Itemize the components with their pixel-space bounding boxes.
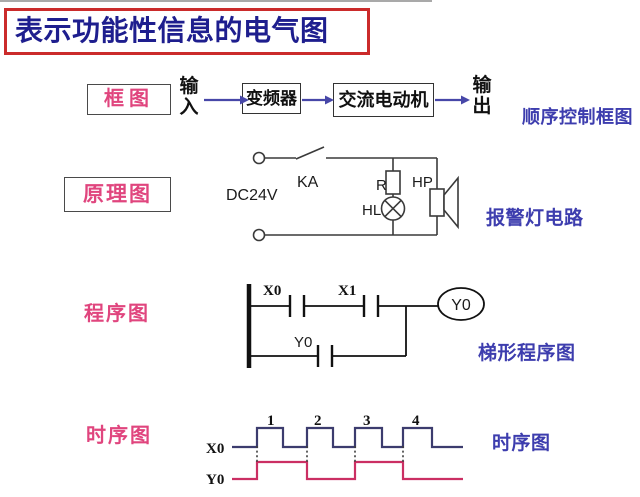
pulse-number-3: 3: [363, 413, 371, 429]
page-title: 表示功能性信息的电气图: [4, 8, 370, 55]
pulse-number-4: 4: [412, 413, 420, 429]
edge-dotted-lines: [256, 446, 404, 463]
resistor-icon: [385, 170, 401, 195]
section-label-timing-diagram: 时序图: [86, 425, 152, 447]
arrow-head-icon: [325, 95, 334, 105]
contact-x1-label: X1: [338, 283, 356, 299]
caption-alarm-lamp-circuit: 报警灯电路: [486, 208, 584, 229]
section-label-schematic: 原理图: [64, 177, 171, 212]
waveform-y0: [232, 460, 463, 481]
coil-label: Y0: [451, 297, 471, 314]
caption-timing-diagram: 时序图: [492, 433, 551, 454]
terminal-bottom-icon: [252, 228, 266, 242]
timing-diagram: X0 Y0 1 2 3 4: [206, 413, 463, 488]
latch-contact-label: Y0: [294, 334, 312, 351]
signal-y0-label: Y0: [206, 472, 224, 488]
alarm-lamp-circuit: DC24V KA R HL HP: [226, 146, 459, 242]
output-coil-icon: [437, 287, 485, 321]
arrow-head-icon: [461, 95, 470, 105]
section-label-program-diagram: 程序图: [84, 303, 150, 325]
horn-label: HP: [412, 174, 433, 191]
speaker-horn-icon: [443, 175, 459, 230]
caption-ladder-program-diagram: 梯形程序图: [478, 343, 576, 364]
lamp-label: HL: [362, 202, 381, 219]
block-ac-motor-box: 交流电动机: [333, 83, 434, 117]
photo-edge-line: [0, 0, 432, 2]
switch-blade-icon: [295, 146, 325, 160]
block-output-label: 输出: [472, 75, 492, 117]
section-label-block-diagram: 框图: [87, 84, 171, 115]
block-input-label: 输入: [179, 76, 199, 118]
pulse-number-2: 2: [314, 413, 322, 429]
dc-source-label: DC24V: [226, 187, 278, 204]
terminal-top-icon: [252, 151, 266, 165]
relay-contact-label: KA: [297, 174, 319, 191]
arrow-head-icon: [240, 95, 249, 105]
speaker-body-icon: [429, 188, 445, 217]
ladder-diagram: X0 X1 Y0 Y0: [246, 283, 485, 368]
signal-x0-label: X0: [206, 441, 224, 457]
contact-x0-label: X0: [263, 283, 281, 299]
waveform-x0: [232, 426, 463, 449]
resistor-label: R: [376, 177, 387, 194]
caption-sequence-control-block-diagram: 顺序控制框图: [522, 107, 633, 127]
block-flow-arrows: [204, 95, 470, 105]
pulse-number-1: 1: [267, 413, 275, 429]
